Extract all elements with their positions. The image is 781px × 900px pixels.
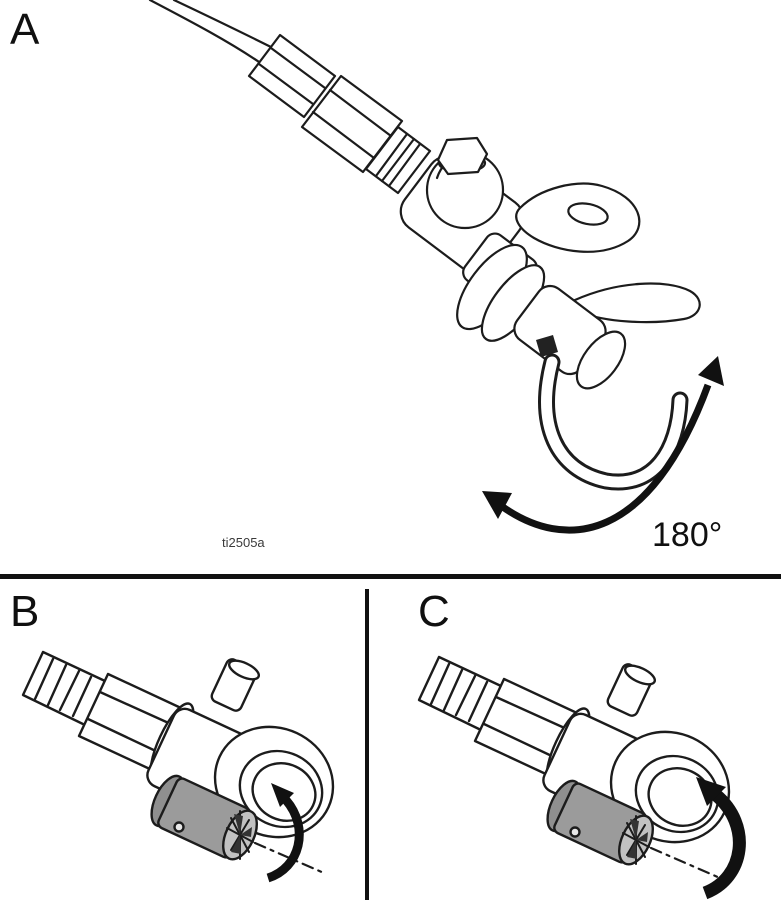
spray-gun-illustration xyxy=(148,0,701,491)
panel-divider-vertical xyxy=(365,589,369,900)
figure-id-label: ti2505a xyxy=(222,535,265,550)
rotate-tip-arrow-small-icon xyxy=(266,783,304,883)
hose-line xyxy=(148,0,264,66)
rotate-tip-arrow-large-icon xyxy=(696,777,746,900)
tip-valve-assembly-illustration xyxy=(417,655,749,880)
rotation-angle-label: 180° xyxy=(652,516,723,554)
panel-b-illustration xyxy=(21,650,353,883)
panel-b-label: B xyxy=(10,587,40,636)
panel-divider-horizontal xyxy=(0,574,781,579)
panel-c-label: C xyxy=(418,587,450,636)
rotate-180-arrow-icon xyxy=(482,356,724,534)
panel-c-illustration xyxy=(417,655,749,900)
panel-a-label: A xyxy=(10,5,40,54)
